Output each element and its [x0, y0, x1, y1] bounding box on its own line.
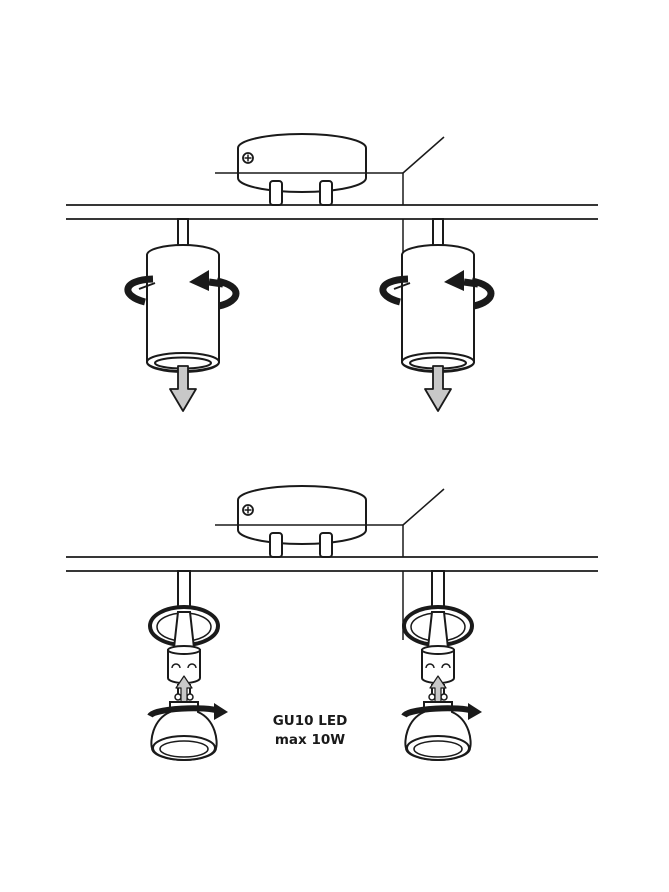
left-shade	[128, 219, 236, 411]
right-spot-with-bulb	[404, 571, 482, 760]
ceiling-canopy-2	[237, 485, 367, 558]
ceiling-canopy	[237, 133, 367, 206]
bulb-type-text: GU10 LED	[272, 713, 348, 729]
bulb-wattage-text: max 10W	[274, 732, 346, 748]
left-spot-with-bulb	[150, 571, 228, 760]
step-2-insert-bulb	[65, 485, 599, 641]
bulb-spec-label: GU10 LED max 10W	[262, 712, 358, 750]
right-shade	[383, 219, 491, 411]
step-1-remove-shade	[65, 133, 599, 411]
